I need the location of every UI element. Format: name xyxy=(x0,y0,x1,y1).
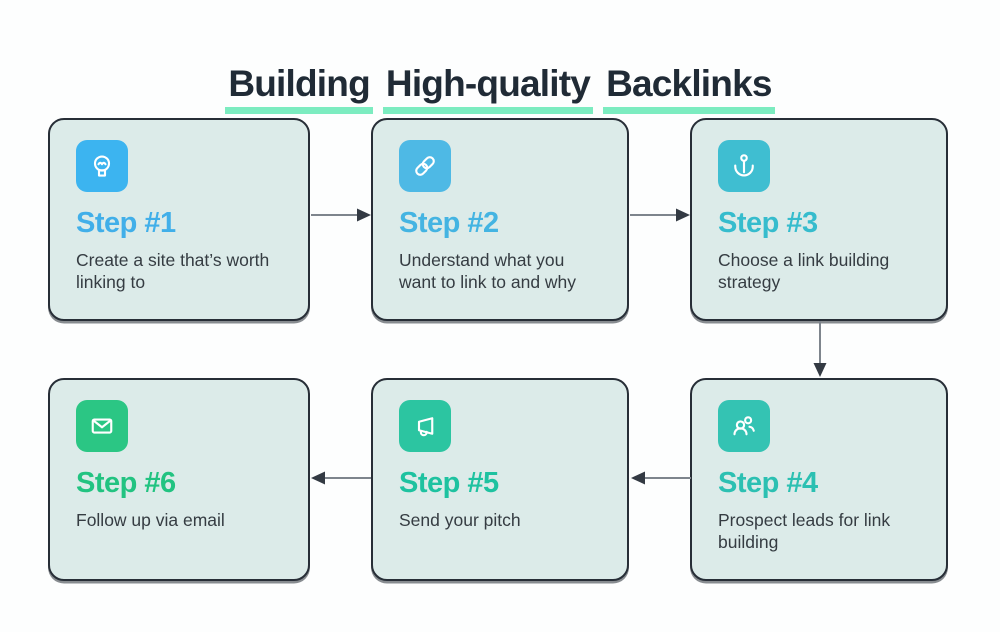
step-description: Send your pitch xyxy=(399,509,521,530)
step-card-3: Step #3 Choose a link building strategy xyxy=(690,118,948,321)
step-description: Prospect leads for link building xyxy=(718,509,891,553)
title-word: Building xyxy=(225,63,373,114)
step-label: Step #2 xyxy=(399,207,499,239)
prospects-icon xyxy=(718,400,770,452)
title-word: High-quality xyxy=(382,63,594,114)
arrow-right-step2-step3 xyxy=(630,208,690,222)
step-description: Choose a link building strategy xyxy=(718,249,890,293)
step-label: Step #3 xyxy=(718,207,818,239)
anchor-icon xyxy=(718,140,770,192)
step-card-6: Step #6 Follow up via email xyxy=(48,378,310,581)
step-description: Follow up via email xyxy=(76,509,225,530)
megaphone-icon xyxy=(399,400,451,452)
arrow-right-step1-step2 xyxy=(311,208,371,222)
chain-link-icon xyxy=(399,140,451,192)
step-label: Step #1 xyxy=(76,207,176,239)
lightbulb-icon xyxy=(76,140,128,192)
step-description: Create a site that’s worth linking to xyxy=(76,249,270,293)
step-label: Step #5 xyxy=(399,467,499,499)
step-card-4: Step #4 Prospect leads for link building xyxy=(690,378,948,581)
arrow-down-step3-step4 xyxy=(813,321,827,377)
arrow-left-step4-step5 xyxy=(631,471,691,485)
step-label: Step #4 xyxy=(718,467,818,499)
step-card-2: Step #2 Understand what you want to link… xyxy=(371,118,629,321)
step-card-1: Step #1 Create a site that’s worth linki… xyxy=(48,118,310,321)
email-icon xyxy=(76,400,128,452)
title-word: Backlinks xyxy=(603,63,775,114)
step-card-5: Step #5 Send your pitch xyxy=(371,378,629,581)
arrow-left-step5-step6 xyxy=(311,471,371,485)
step-label: Step #6 xyxy=(76,467,176,499)
step-description: Understand what you want to link to and … xyxy=(399,249,577,293)
